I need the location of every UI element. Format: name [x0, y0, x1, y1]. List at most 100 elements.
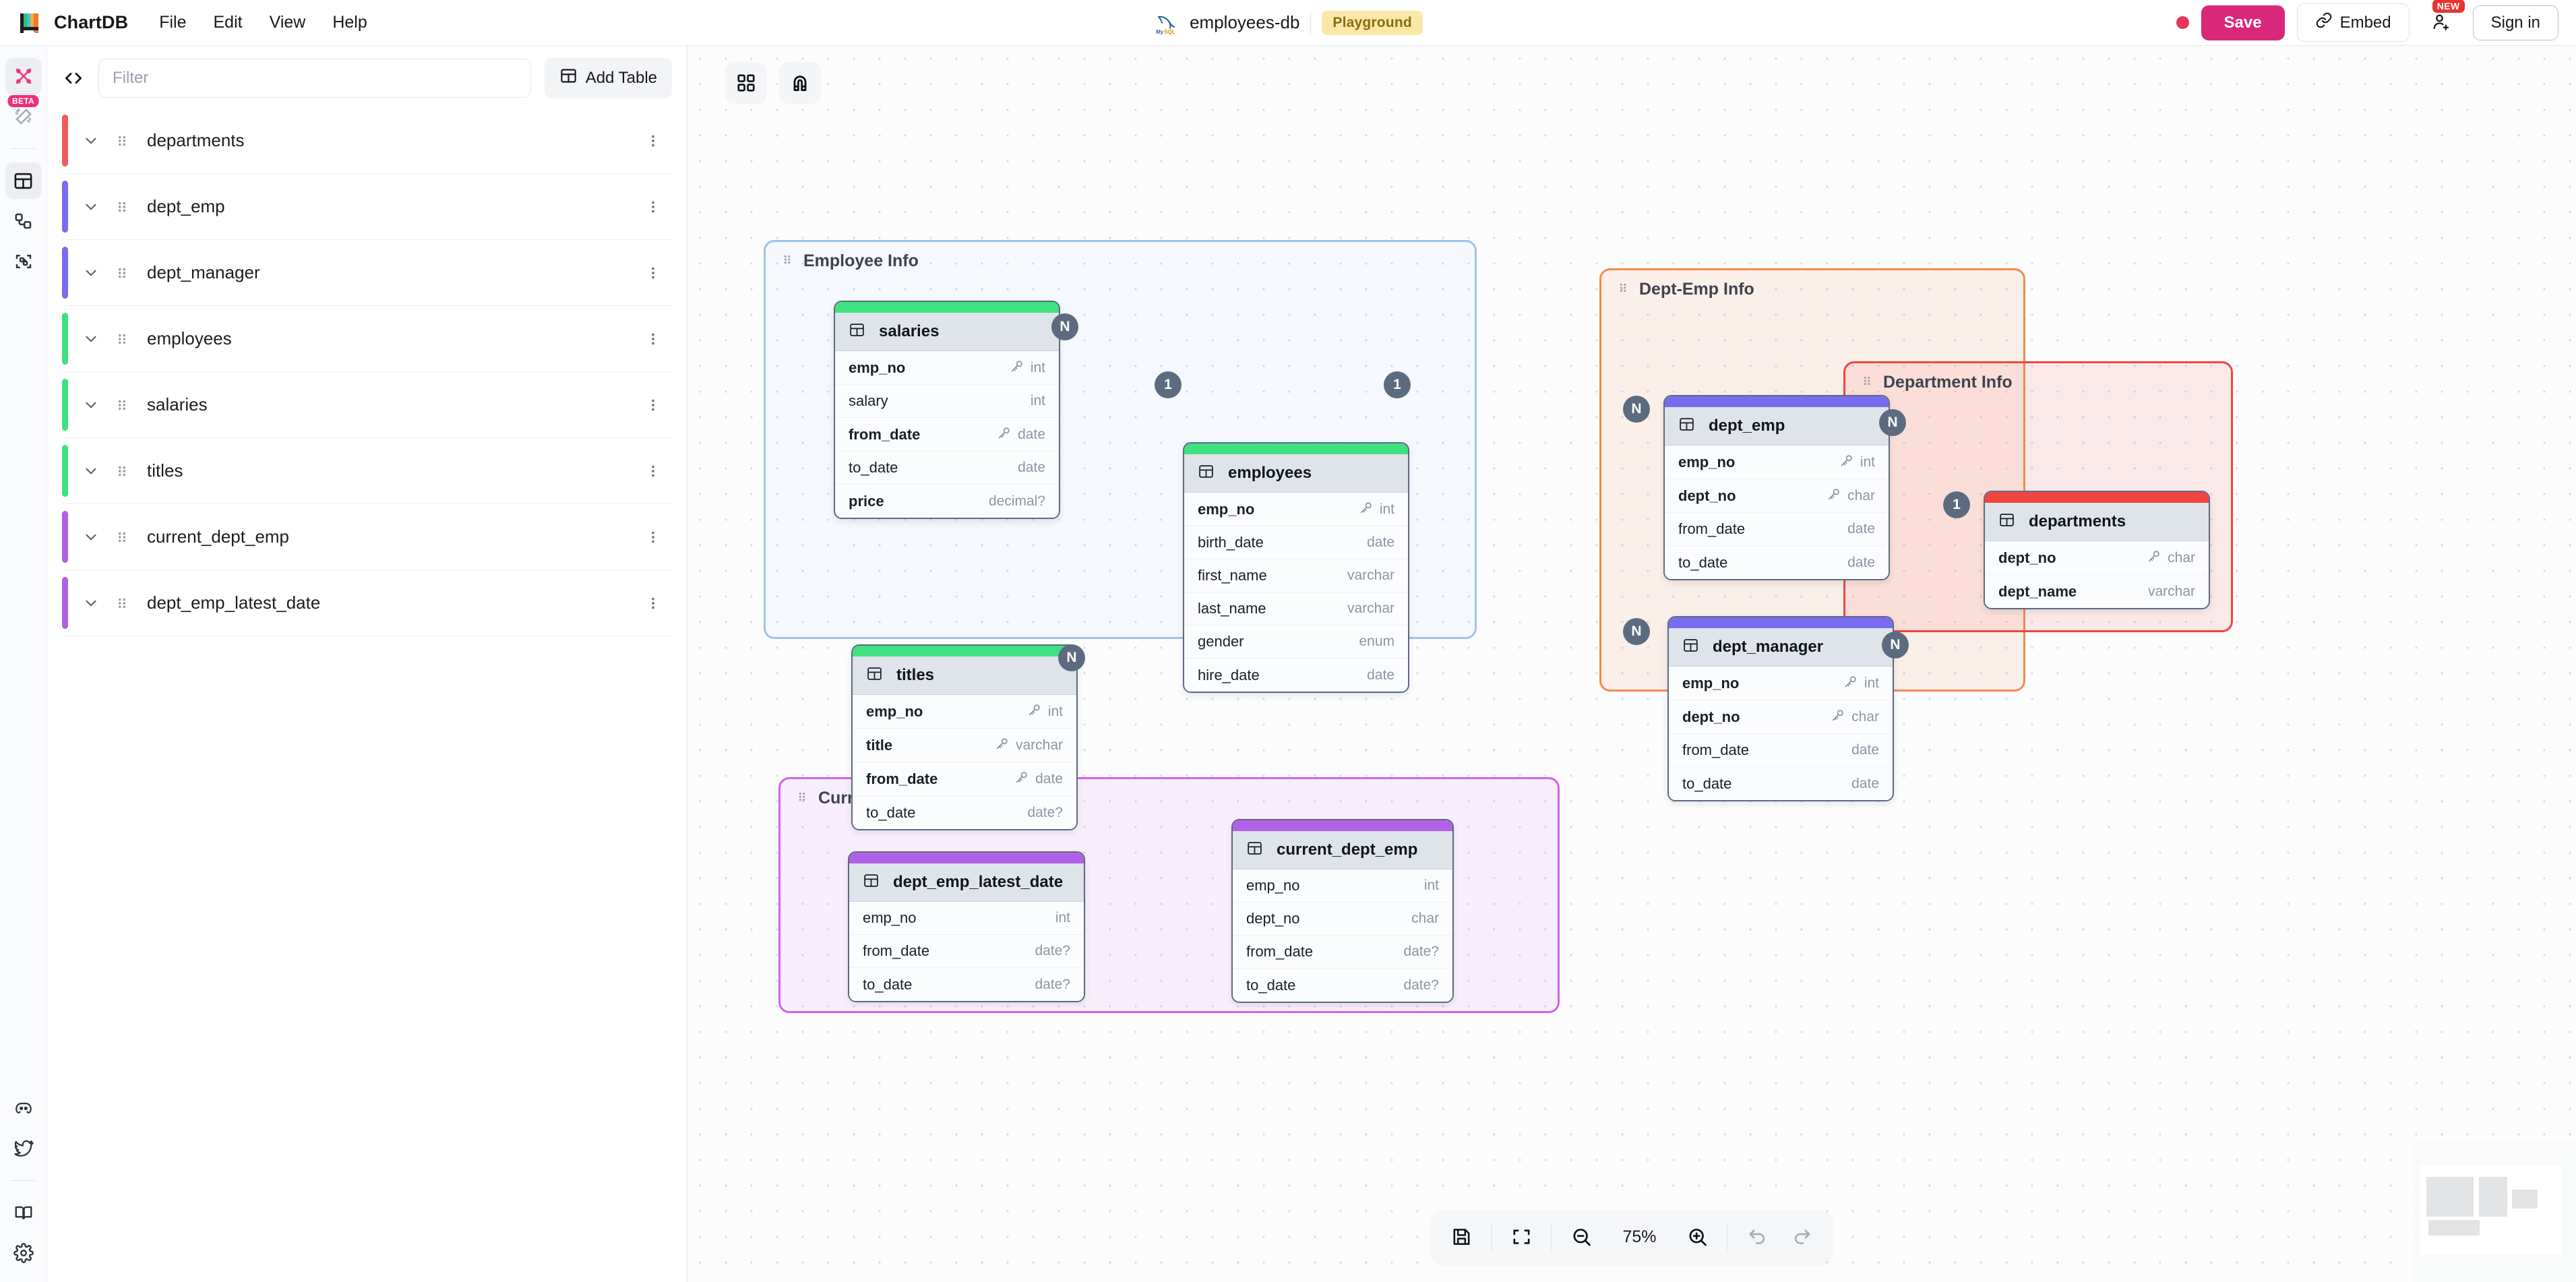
- chevron-down-icon[interactable]: [82, 594, 100, 612]
- table-node-header[interactable]: employees: [1184, 454, 1408, 493]
- row-more-options-icon[interactable]: [644, 132, 663, 150]
- table-node-header[interactable]: dept_emp: [1665, 407, 1889, 446]
- chevron-down-icon[interactable]: [82, 198, 100, 216]
- sidebar-table-row[interactable]: salaries: [62, 372, 672, 438]
- drag-handle-icon[interactable]: [780, 252, 794, 270]
- table-node-header[interactable]: titles: [853, 657, 1076, 695]
- rail-item-areas[interactable]: [5, 243, 42, 280]
- chevron-down-icon[interactable]: [82, 264, 100, 282]
- rail-item-docs[interactable]: [5, 1194, 42, 1231]
- menu-item-file[interactable]: File: [159, 13, 187, 32]
- snap-magnet-button[interactable]: [779, 62, 821, 104]
- row-more-options-icon[interactable]: [644, 198, 663, 216]
- row-more-options-icon[interactable]: [644, 528, 663, 546]
- rail-item-settings[interactable]: [5, 1235, 42, 1271]
- rail-item-tables[interactable]: [5, 162, 42, 199]
- sidebar-table-row[interactable]: departments: [62, 108, 672, 174]
- sidebar-table-row[interactable]: dept_manager: [62, 240, 672, 306]
- embed-button[interactable]: Embed: [2296, 3, 2410, 42]
- table-node-header[interactable]: departments: [1985, 503, 2209, 541]
- save-diagram-icon[interactable]: [1442, 1217, 1482, 1256]
- sidebar-table-row[interactable]: dept_emp: [62, 174, 672, 240]
- code-brackets-icon[interactable]: [62, 67, 85, 90]
- drag-handle-icon[interactable]: [115, 330, 129, 348]
- redo-icon[interactable]: [1782, 1217, 1822, 1256]
- rail-item-magic-wand[interactable]: BETA: [5, 95, 42, 135]
- table-node-header[interactable]: dept_emp_latest_date: [849, 863, 1084, 902]
- chevron-down-icon[interactable]: [82, 132, 100, 150]
- rail-item-discord[interactable]: [5, 1090, 42, 1126]
- grid-toggle-button[interactable]: [725, 62, 767, 104]
- row-more-options-icon[interactable]: [644, 264, 663, 282]
- menu-item-edit[interactable]: Edit: [213, 13, 243, 32]
- drag-handle-icon[interactable]: [115, 462, 129, 480]
- table-node-header[interactable]: current_dept_emp: [1233, 831, 1452, 869]
- save-button[interactable]: Save: [2201, 5, 2285, 40]
- table-node-header[interactable]: salaries: [835, 313, 1059, 351]
- undo-icon[interactable]: [1738, 1217, 1778, 1256]
- fit-to-screen-icon[interactable]: [1502, 1217, 1542, 1256]
- rail-item-diagram-share[interactable]: [5, 58, 42, 94]
- drag-handle-icon[interactable]: [115, 198, 129, 216]
- chevron-down-icon[interactable]: [82, 330, 100, 348]
- minimap[interactable]: [2414, 1140, 2576, 1282]
- chevron-down-icon[interactable]: [82, 528, 100, 546]
- sidebar-table-row[interactable]: current_dept_emp: [62, 504, 672, 570]
- row-more-options-icon[interactable]: [644, 594, 663, 612]
- drag-handle-icon[interactable]: [795, 789, 809, 807]
- rail-item-twitter[interactable]: [5, 1130, 42, 1167]
- row-more-options-icon[interactable]: [644, 462, 663, 480]
- zoom-level-label[interactable]: 75%: [1622, 1227, 1657, 1246]
- filter-input[interactable]: [98, 59, 531, 98]
- sign-in-button[interactable]: Sign in: [2472, 5, 2558, 40]
- sidebar-table-row[interactable]: dept_emp_latest_date: [62, 570, 672, 636]
- row-more-options-icon[interactable]: [644, 330, 663, 348]
- rail-item-relationships[interactable]: [5, 203, 42, 239]
- drag-handle-icon[interactable]: [115, 594, 129, 612]
- drag-handle-icon[interactable]: [1860, 373, 1874, 392]
- invite-user-button[interactable]: NEW: [2421, 0, 2465, 42]
- menu-item-view[interactable]: View: [269, 13, 306, 32]
- drag-handle-icon[interactable]: [115, 264, 129, 282]
- sidebar-table-row[interactable]: employees: [62, 306, 672, 372]
- row-more-options-icon[interactable]: [644, 396, 663, 414]
- diagram-name[interactable]: employees-db: [1190, 12, 1300, 32]
